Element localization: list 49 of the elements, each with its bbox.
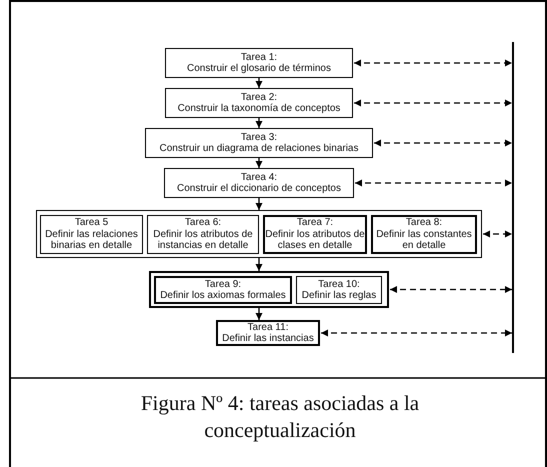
arrow [256,78,262,88]
task-description: Definir las relaciones binarias en detalle [44,228,139,252]
arrow [256,158,262,168]
task-heading: Tarea 11: [248,322,288,333]
task-description: Definir las instancias [222,333,314,344]
task-box [165,48,353,78]
arrow [256,308,262,320]
dashed-arrow [355,180,512,186]
task-description: Construir el diccionario de conceptos [177,183,341,194]
task-box [165,88,353,118]
task-description: Construir el glosario de términos [187,63,331,74]
task-description: Definir los atributos de clases en detalle [265,228,365,252]
task-heading: Tarea 7: [296,217,334,229]
group-box [149,271,389,308]
arrow [256,118,262,128]
task-box [371,215,477,254]
task-box [154,276,292,304]
task-heading: Tarea 3: [240,132,278,143]
task-box [296,276,382,304]
task-description: Construir un diagrama de relaciones binarias [160,143,358,154]
task-box [40,215,143,254]
task-heading: Tarea 5 [74,217,108,229]
dashed-arrow [483,230,512,238]
task-box [145,128,373,158]
task-heading: Tarea 9: [204,278,242,290]
task-description: Definir los axiomas formales [160,290,286,302]
arrow [256,258,262,271]
task-description: Definir las reglas [302,290,376,302]
dashed-arrow [374,140,512,146]
task-box [147,215,259,254]
dashed-arrow [321,330,512,336]
task-heading: Tarea 2: [240,92,278,103]
task-description: Construir la taxonomía de conceptos [178,103,340,114]
dashed-arrow [354,100,512,106]
dashed-arrow [354,60,512,66]
task-heading: Tarea 8: [406,217,442,229]
group-box [36,210,482,258]
task-heading: Tarea 6: [184,217,222,229]
task-description: Definir los atributos de instancias en detalle [152,228,254,252]
task-box [216,320,320,346]
arrow [256,198,262,210]
task-heading: Tarea 1: [240,52,278,63]
figure-caption: Figura Nº 4: tareas asociadas a la conceptualización [140,390,420,444]
task-description: Definir las constantes en detalle [375,228,473,252]
task-box [263,215,367,254]
task-heading: Tarea 4: [240,172,278,183]
task-box [164,168,354,198]
task-heading: Tarea 10: [318,278,360,290]
dashed-arrow [390,286,512,293]
